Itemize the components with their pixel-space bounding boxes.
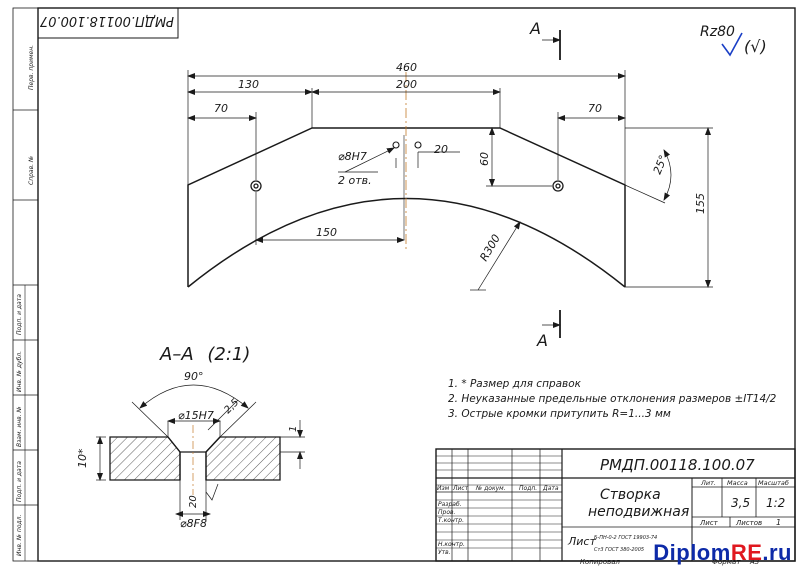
side-stamp-bottom-4: Подп. и дата xyxy=(16,461,23,502)
section-body xyxy=(109,436,281,481)
title-block-texts: РМДП.00118.100.07 Створка неподвижная Из… xyxy=(437,456,789,566)
note-3: 3. Острые кромки притупить R=1...3 мм xyxy=(448,408,671,420)
technical-notes: 1. * Размер для справок 2. Неуказанные п… xyxy=(448,378,777,420)
tb-lit-label: Лит. xyxy=(700,479,716,487)
section-letter-top: А xyxy=(529,19,541,38)
tb-row-utv: Утв. xyxy=(438,549,451,556)
tb-material-3: Ст3 ГОСТ 380-2005 xyxy=(594,547,644,553)
roughness-rest: (√) xyxy=(744,37,767,56)
dim-radius: R300 xyxy=(477,232,503,263)
tb-header-date: Дата xyxy=(542,485,559,492)
section-csk-dia: ⌀15H7 xyxy=(178,409,214,422)
tb-header-list: Лист xyxy=(452,485,469,492)
hole-left xyxy=(250,180,262,192)
side-stamp-top-2: Справ. № xyxy=(28,156,35,185)
dim-left-offset: 130 xyxy=(238,78,259,91)
dim-hole-count: 2 отв. xyxy=(338,174,372,187)
section-bore-rough: 20 xyxy=(188,495,199,508)
tb-header-sign: Подп. xyxy=(519,485,537,492)
section-title-letters: А–А xyxy=(159,344,194,365)
tb-material-1: Лист xyxy=(567,535,596,548)
watermark-part3: .ru xyxy=(762,540,792,565)
section-angle: 90° xyxy=(184,370,204,383)
side-stamp-bottom-1: Подп. и дата xyxy=(16,294,23,335)
rotated-designation-box: РМДП.00118.100.07 xyxy=(37,7,179,39)
section-letter-bottom: А xyxy=(536,331,548,350)
note-2: 2. Неуказанные предельные отклонения раз… xyxy=(448,393,777,405)
tb-header-doc: № докум. xyxy=(475,485,506,492)
tb-material-2: Б-ПН-0-2 ГОСТ 19903-74 xyxy=(594,535,657,541)
tb-row-nkontr: Н.контр. xyxy=(438,541,465,548)
section-thickness: 10* xyxy=(76,448,89,468)
side-stamp: Перв. примен. Справ. № Подп. и дата Инв.… xyxy=(16,45,35,556)
watermark-part1: Diplom xyxy=(653,540,731,565)
tb-sheets-label: Листов xyxy=(735,519,762,527)
tb-scale-label: Масштаб xyxy=(758,479,789,487)
section-marker-bottom: А xyxy=(536,310,561,350)
dimension-texts: 460 130 200 70 70 60 25° 155 150 R300 ⌀8… xyxy=(214,61,707,264)
section-title-scale: (2:1) xyxy=(207,344,250,365)
side-stamp-bottom-3: Взам. инв. № xyxy=(16,406,23,447)
tb-part-name-1: Створка xyxy=(600,487,661,503)
tb-row-razrab: Разраб. xyxy=(438,501,462,508)
section-view: А–А (2:1) 90° ⌀15H7 xyxy=(76,344,305,530)
title-block xyxy=(435,448,796,562)
note-1: 1. * Размер для справок xyxy=(448,378,582,390)
tb-sheet-label: Лист xyxy=(699,519,719,527)
dim-hole-dia: ⌀8H7 xyxy=(338,150,367,163)
tb-format: А3 xyxy=(749,558,759,566)
pin-holes xyxy=(392,141,422,149)
side-stamp-bottom-5: Инв. № подл. xyxy=(16,515,23,556)
tb-row-tkontr: Т.контр. xyxy=(438,517,464,524)
tb-format-label: Формат xyxy=(712,558,741,566)
section-title: А–А (2:1) xyxy=(159,344,250,365)
watermark-part2: RE xyxy=(730,540,763,565)
roughness-value: Rz80 xyxy=(700,24,735,40)
side-stamp-top-1: Перв. примен. xyxy=(28,45,35,90)
section-bore-dia: ⌀8F8 xyxy=(180,517,207,530)
dim-overall-width: 460 xyxy=(396,61,417,74)
roughness-mark: Rz80 (√) xyxy=(700,24,767,57)
hole-right xyxy=(552,180,564,192)
section-depth: 1 xyxy=(288,426,299,432)
tb-mass: 3,5 xyxy=(731,496,750,510)
dim-left-step: 70 xyxy=(214,102,228,115)
tb-scale: 1:2 xyxy=(766,496,785,510)
dim-right-step: 70 xyxy=(588,102,602,115)
part-outline xyxy=(187,127,626,288)
dimension-lines xyxy=(187,70,713,291)
side-stamp-bottom-2: Инв. № дубл. xyxy=(16,351,23,392)
dim-right-height: 60 xyxy=(478,152,491,166)
tb-sheets: 1 xyxy=(776,518,781,527)
tb-copied-label: Копировал xyxy=(580,558,621,566)
section-marker-top: А xyxy=(529,19,561,60)
dim-height: 155 xyxy=(694,193,707,214)
tb-header-izm: Изм xyxy=(437,485,450,492)
dim-hole-spacing: 20 xyxy=(434,143,448,156)
drawing-frame xyxy=(12,7,796,562)
watermark: DiplomRE.ru xyxy=(653,540,792,566)
dim-hole-offset: 150 xyxy=(316,226,337,239)
tb-row-prov: Пров. xyxy=(438,509,456,516)
tb-part-name-2: неподвижная xyxy=(588,504,689,520)
tb-designation: РМДП.00118.100.07 xyxy=(600,456,755,474)
dim-top-width: 200 xyxy=(396,78,417,91)
rotated-designation: РМДП.00118.100.07 xyxy=(39,13,174,28)
tb-mass-label: Масса xyxy=(727,479,748,487)
